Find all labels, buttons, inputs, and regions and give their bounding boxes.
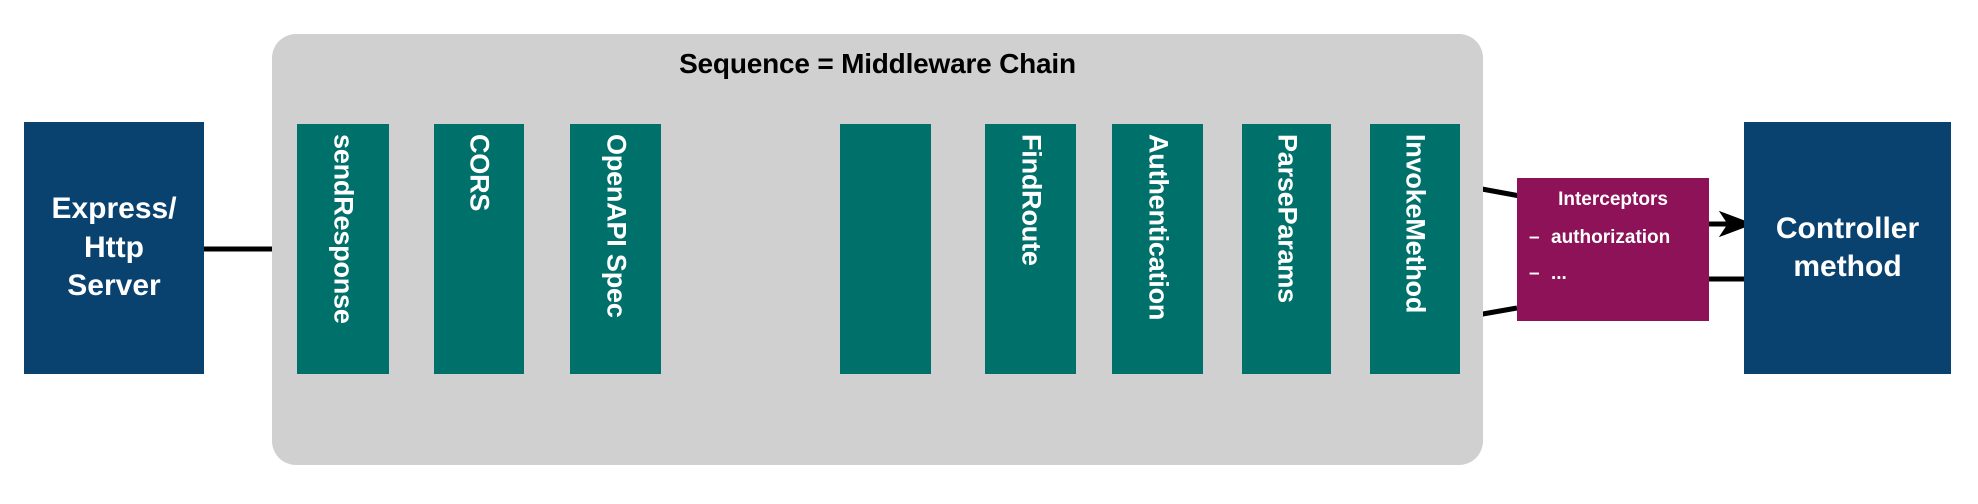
express-http-server-box[interactable]: Express/ Http Server xyxy=(24,122,204,374)
bullet-dash-icon: – xyxy=(1529,227,1540,248)
middleware-box-findroute[interactable]: FindRoute xyxy=(985,124,1076,374)
middleware-label: Authentication xyxy=(1143,134,1173,321)
interceptors-item-label: authorization xyxy=(1551,227,1671,248)
interceptors-title: Interceptors xyxy=(1558,189,1668,210)
bullet-dash-icon: – xyxy=(1529,263,1540,284)
middleware-box-unlabeled[interactable] xyxy=(840,124,931,374)
middleware-box-openapi-spec[interactable]: OpenAPI Spec xyxy=(570,124,661,374)
controller-method-box[interactable]: Controller method xyxy=(1744,122,1951,374)
middleware-label: CORS xyxy=(464,134,495,212)
middleware-label: FindRoute xyxy=(1016,134,1046,266)
middleware-label: sendResponse xyxy=(328,134,359,324)
middleware-label: OpenAPI Spec xyxy=(601,134,631,318)
middleware-box-sendresponse[interactable]: sendResponse xyxy=(297,124,389,374)
middleware-box-invokemethod[interactable]: InvokeMethod xyxy=(1370,124,1460,374)
interceptors-list-item: – ... xyxy=(1529,263,1567,285)
middleware-box-authentication[interactable]: Authentication xyxy=(1112,124,1203,374)
express-http-server-label: Express/ Http Server xyxy=(51,192,177,303)
middleware-box-parseparams[interactable]: ParseParams xyxy=(1242,124,1331,374)
middleware-label: InvokeMethod xyxy=(1400,134,1431,314)
interceptors-list-item: – authorization xyxy=(1529,227,1670,249)
controller-method-label: Controller method xyxy=(1775,211,1920,283)
interceptors-item-label: ... xyxy=(1551,263,1567,284)
page-title: Sequence = Middleware Chain xyxy=(679,48,1076,79)
interceptors-box[interactable]: Interceptors – authorization – ... xyxy=(1517,178,1709,321)
middleware-label: ParseParams xyxy=(1272,134,1302,303)
middleware-box-cors[interactable]: CORS xyxy=(434,124,524,374)
